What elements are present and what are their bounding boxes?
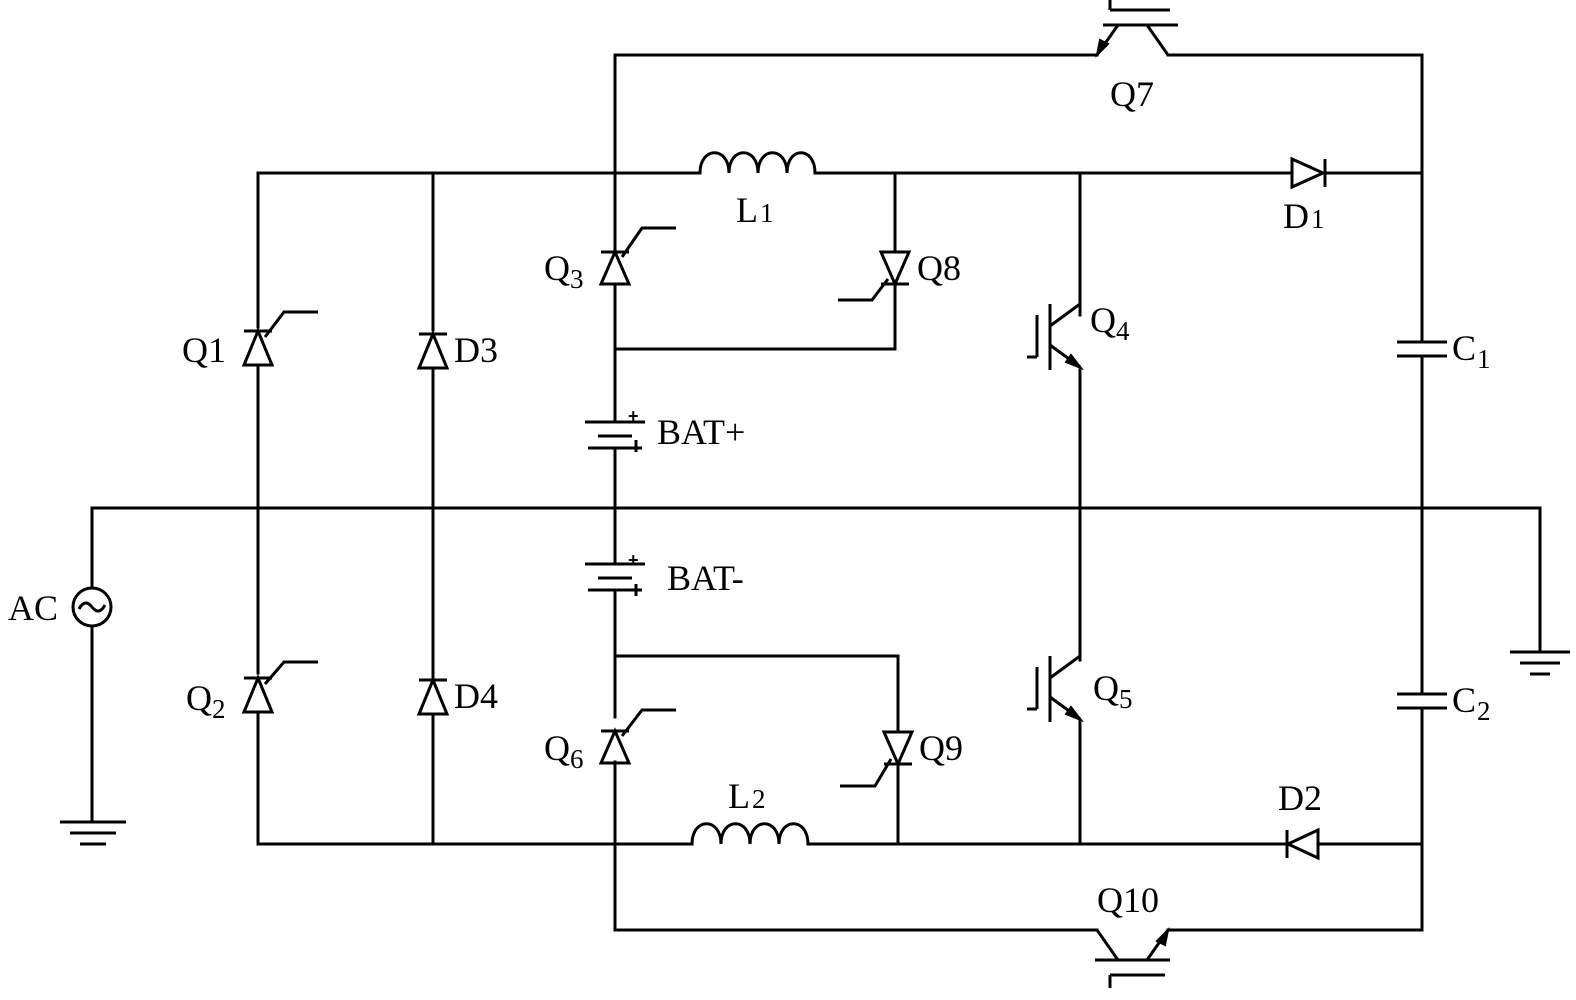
capacitor-c1: C 1 — [1397, 328, 1491, 374]
neutral-wire — [92, 508, 1540, 650]
label-l1-sub: 1 — [760, 198, 774, 228]
ac-sine-icon — [79, 603, 105, 611]
thyristor-q9: Q9 — [840, 728, 963, 786]
label-d1-sub: 1 — [1311, 204, 1325, 234]
label-l2-sub: 2 — [752, 784, 766, 814]
label-bat-neg: BAT- — [667, 558, 744, 598]
diode-d1: D 1 — [1283, 159, 1325, 236]
label-c2: C — [1452, 680, 1476, 720]
inductor-l1: L 1 — [700, 153, 815, 230]
ground-left-icon — [60, 822, 126, 844]
battery-bat-neg: + BAT- — [585, 550, 744, 598]
bat-pos-plus-sign: + — [628, 406, 639, 426]
inductor-l2: L 2 — [692, 776, 808, 844]
diode-d2: D2 — [1278, 778, 1322, 858]
label-q4: Q — [1090, 300, 1116, 340]
bat-neg-plus-sign: + — [628, 550, 639, 570]
thyristor-q2: Q 2 — [186, 662, 318, 724]
label-q1: Q1 — [182, 330, 226, 370]
label-q3: Q — [544, 248, 570, 288]
label-d1: D — [1283, 196, 1309, 236]
label-q5: Q — [1093, 668, 1119, 708]
thyristor-q8: Q8 — [838, 248, 961, 300]
label-ac: AC — [8, 588, 58, 628]
label-l2: L — [728, 776, 750, 816]
label-l1: L — [736, 190, 758, 230]
diode-d4: D4 — [419, 676, 498, 716]
label-q6: Q — [544, 728, 570, 768]
label-c1: C — [1452, 328, 1476, 368]
igbt-q5: Q 5 — [1027, 656, 1133, 722]
ground-right-icon — [1510, 652, 1570, 674]
igbt-q10: Q10 — [1095, 880, 1170, 988]
thyristor-q3: Q 3 — [544, 228, 676, 294]
igbt-q7: Q7 — [1097, 0, 1178, 114]
label-q5-sub: 5 — [1119, 684, 1133, 714]
label-q9: Q9 — [919, 728, 963, 768]
label-q7: Q7 — [1110, 74, 1154, 114]
label-bat-pos: BAT+ — [657, 412, 745, 452]
label-q8: Q8 — [917, 248, 961, 288]
label-q2-sub: 2 — [212, 694, 226, 724]
label-d4: D4 — [454, 676, 498, 716]
label-d3: D3 — [454, 330, 498, 370]
label-q3-sub: 3 — [570, 264, 584, 294]
q10-loop-wire — [615, 844, 1422, 930]
diode-d3: D3 — [419, 330, 498, 370]
thyristor-q1: Q1 — [182, 312, 318, 370]
battery-bat-pos: + BAT+ — [585, 406, 745, 452]
label-q10: Q10 — [1097, 880, 1159, 920]
label-q6-sub: 6 — [570, 744, 584, 774]
label-d2: D2 — [1278, 778, 1322, 818]
capacitor-c2: C 2 — [1397, 680, 1491, 726]
label-c2-sub: 2 — [1477, 696, 1491, 726]
label-q4-sub: 4 — [1116, 316, 1130, 346]
label-c1-sub: 1 — [1477, 344, 1491, 374]
thyristor-q6: Q 6 — [544, 710, 676, 774]
q9-loop-wire — [615, 656, 898, 844]
label-q2: Q — [186, 678, 212, 718]
ac-source: AC — [8, 588, 111, 628]
wires — [92, 55, 1540, 930]
